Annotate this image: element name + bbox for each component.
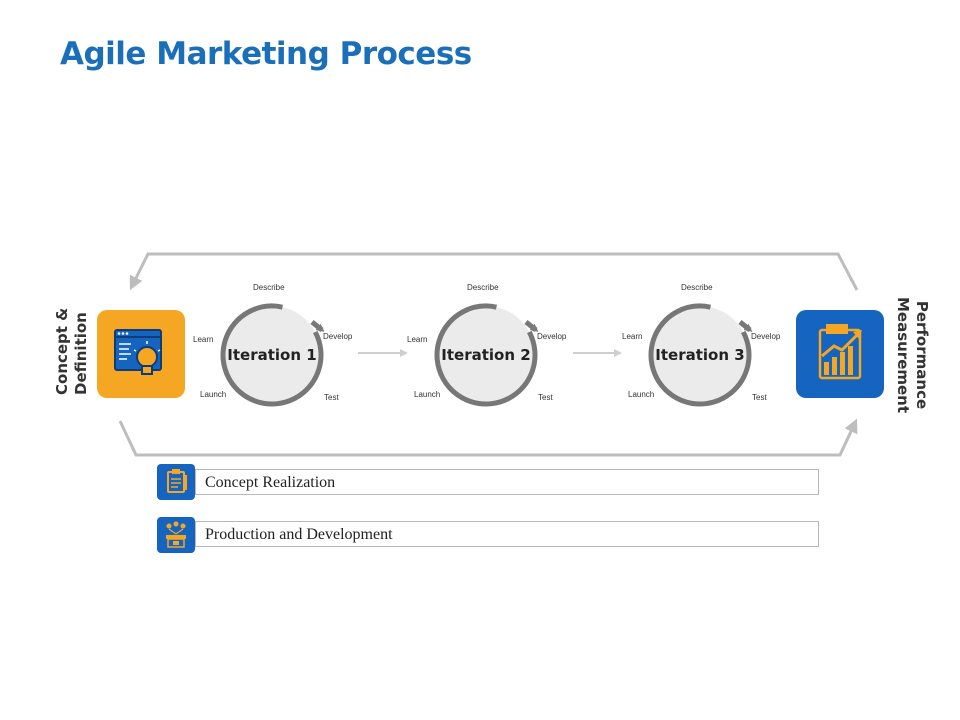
- iteration-2-title: Iteration 2: [441, 346, 531, 364]
- iteration-1-test: Test: [324, 393, 339, 402]
- iteration-3-develop: Develop: [751, 332, 781, 341]
- iteration-1-launch: Launch: [200, 390, 227, 399]
- iteration-2-test: Test: [538, 393, 553, 402]
- iteration-2-describe: Describe: [467, 283, 499, 292]
- iteration-1-develop: Develop: [323, 332, 353, 341]
- iteration-3-test: Test: [752, 393, 767, 402]
- production-development-badge: [157, 517, 195, 553]
- concept-definition-label: Concept & Definition: [53, 307, 90, 395]
- performance-measurement-tile: [796, 310, 884, 398]
- iteration-2-develop: Develop: [537, 332, 567, 341]
- page-title: Agile Marketing Process: [60, 36, 472, 72]
- feedback-loop-arrow: [129, 252, 859, 291]
- growth-chart-icon: [818, 324, 862, 380]
- forward-arrow: [118, 418, 858, 457]
- iteration-3-launch: Launch: [628, 390, 655, 399]
- iteration-3-title: Iteration 3: [655, 346, 745, 364]
- performance-measurement-label: Performance Measurement: [894, 296, 931, 414]
- concept-realization-bar: Concept Realization: [195, 469, 819, 495]
- clipboard-icon: [167, 469, 187, 493]
- iteration-1-cycle: [220, 303, 325, 407]
- iteration-2-launch: Launch: [414, 390, 441, 399]
- team-desk-icon: [166, 521, 186, 548]
- iteration-1-title: Iteration 1: [227, 346, 317, 364]
- iteration-1-learn: Learn: [193, 335, 214, 344]
- iteration-2-cycle: [434, 303, 539, 407]
- concept-definition-tile: [97, 310, 185, 398]
- iteration-3-describe: Describe: [681, 283, 713, 292]
- idea-bulb-icon: [114, 329, 162, 375]
- iteration-3-learn: Learn: [622, 332, 643, 341]
- production-development-bar: Production and Development: [195, 521, 819, 547]
- concept-realization-badge: [157, 464, 195, 500]
- iteration-3-cycle: [648, 303, 753, 407]
- iteration-1-describe: Describe: [253, 283, 285, 292]
- iteration-2-learn: Learn: [407, 335, 428, 344]
